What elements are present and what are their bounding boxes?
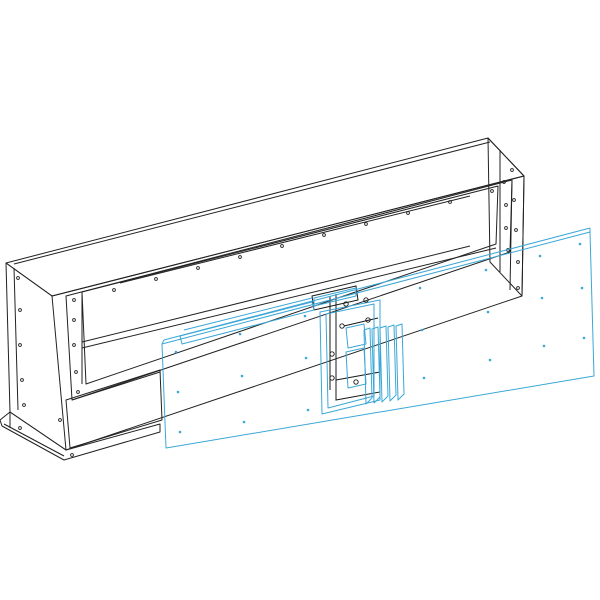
terminal-bracket-assembly xyxy=(311,285,381,401)
bolt-hole-icon xyxy=(504,226,508,230)
bolt-hole-icon xyxy=(422,376,426,380)
bolt-hole-icon xyxy=(22,403,26,407)
bolt-hole-icon xyxy=(18,343,22,347)
bolt-hole-icon xyxy=(58,418,62,422)
bolt-hole-icon xyxy=(512,198,516,202)
terminal-bracket-icon xyxy=(365,317,371,323)
terminal-bracket-icon xyxy=(329,375,335,381)
bolt-hole-icon xyxy=(20,378,24,382)
bolt-hole-icon xyxy=(322,233,326,237)
bolt-hole-icon xyxy=(72,343,76,347)
bolt-hole-icon xyxy=(196,266,200,270)
enclosure-top-inner-edge xyxy=(13,141,491,265)
bolt-hole-icon xyxy=(304,356,308,360)
bolt-hole-icon xyxy=(74,370,78,374)
enclosure-right-end-face xyxy=(487,137,525,297)
cover-plate-holes xyxy=(174,242,586,434)
bolt-hole-icon xyxy=(174,350,178,354)
bolt-hole-icon xyxy=(490,189,494,193)
busbar-fin-stack xyxy=(345,323,405,405)
bolt-hole-icon xyxy=(486,310,490,314)
bolt-hole-icon xyxy=(72,318,76,322)
bracket-bolts xyxy=(329,297,371,385)
terminal-bracket-icon xyxy=(363,297,369,303)
bolt-hole-icon xyxy=(448,200,452,204)
busbar-fin xyxy=(387,324,397,402)
bolt-hole-icon xyxy=(516,260,520,264)
bolt-hole-icon xyxy=(578,242,582,246)
cover-plate-outline xyxy=(161,231,595,449)
enclosure-bolt-holes xyxy=(16,168,520,457)
busbar-fin xyxy=(395,323,405,401)
bolt-hole-icon xyxy=(580,286,584,290)
bolt-hole-icon xyxy=(72,298,76,302)
bracket-mid-rail xyxy=(343,317,379,327)
enclosure-lower-panel xyxy=(65,369,163,449)
bolt-hole-icon xyxy=(242,420,246,424)
bolt-hole-icon xyxy=(502,180,506,184)
bolt-hole-icon xyxy=(540,296,544,300)
bolt-hole-icon xyxy=(280,244,284,248)
bolt-hole-icon xyxy=(484,268,488,272)
bolt-hole-icon xyxy=(16,276,20,280)
cover-plate-thickness-top xyxy=(161,339,165,345)
bolt-hole-icon xyxy=(504,203,508,207)
bolt-hole-icon xyxy=(306,408,310,412)
bolt-hole-icon xyxy=(238,255,242,259)
bolt-hole-icon xyxy=(582,336,586,340)
bolt-hole-icon xyxy=(240,374,244,378)
bolt-hole-icon xyxy=(238,332,242,336)
inner-plate xyxy=(179,301,315,345)
enclosure-housing xyxy=(0,137,525,461)
top-insulator-plate xyxy=(313,287,357,307)
bolt-hole-icon xyxy=(76,390,80,394)
bolt-hole-icon xyxy=(514,228,518,232)
base-flange xyxy=(0,411,161,461)
terminal-bracket-icon xyxy=(343,301,349,307)
bolt-hole-icon xyxy=(538,254,542,258)
enclosure-front-face xyxy=(51,175,525,451)
bolt-hole-icon xyxy=(154,277,158,281)
base-flange-edge xyxy=(3,423,65,457)
terminal-bracket-icon xyxy=(353,379,359,385)
enclosure-top-face xyxy=(5,137,525,297)
front-frame-inner xyxy=(81,185,499,385)
bolt-hole-icon xyxy=(112,288,116,292)
bolt-hole-icon xyxy=(420,328,424,332)
bolt-hole-icon xyxy=(488,358,492,362)
bolt-hole-icon xyxy=(70,453,74,457)
enclosure-lower-rail xyxy=(71,371,161,401)
bolt-hole-icon xyxy=(418,286,422,290)
bolt-hole-icon xyxy=(18,426,22,430)
fin-clamp-top xyxy=(345,323,367,349)
interior-back-top xyxy=(119,195,471,284)
bolt-hole-icon xyxy=(510,168,514,172)
bolt-hole-icon xyxy=(178,430,182,434)
terminal-bracket-icon xyxy=(339,323,345,329)
bolt-hole-icon xyxy=(542,344,546,348)
bolt-hole-icon xyxy=(364,222,368,226)
interior-floor-back xyxy=(81,245,471,343)
terminal-bracket-icon xyxy=(329,351,335,357)
bolt-hole-icon xyxy=(176,390,180,394)
mount-frame xyxy=(319,299,381,415)
bolt-hole-icon xyxy=(18,308,22,312)
bolt-hole-icon xyxy=(516,286,520,290)
end-cover-plate xyxy=(161,227,595,449)
enclosure-right-end-inner2 xyxy=(509,179,513,291)
enclosure-left-end-inner xyxy=(13,267,19,411)
front-frame-outer xyxy=(65,179,513,401)
busbar-fin xyxy=(379,325,389,403)
bolt-hole-icon xyxy=(406,211,410,215)
fin-clamp-bottom xyxy=(345,347,367,389)
bolt-hole-icon xyxy=(303,314,307,318)
inner-plate-2 xyxy=(183,297,313,331)
interior-floor-front xyxy=(81,247,497,349)
busbar-fin xyxy=(371,326,381,404)
